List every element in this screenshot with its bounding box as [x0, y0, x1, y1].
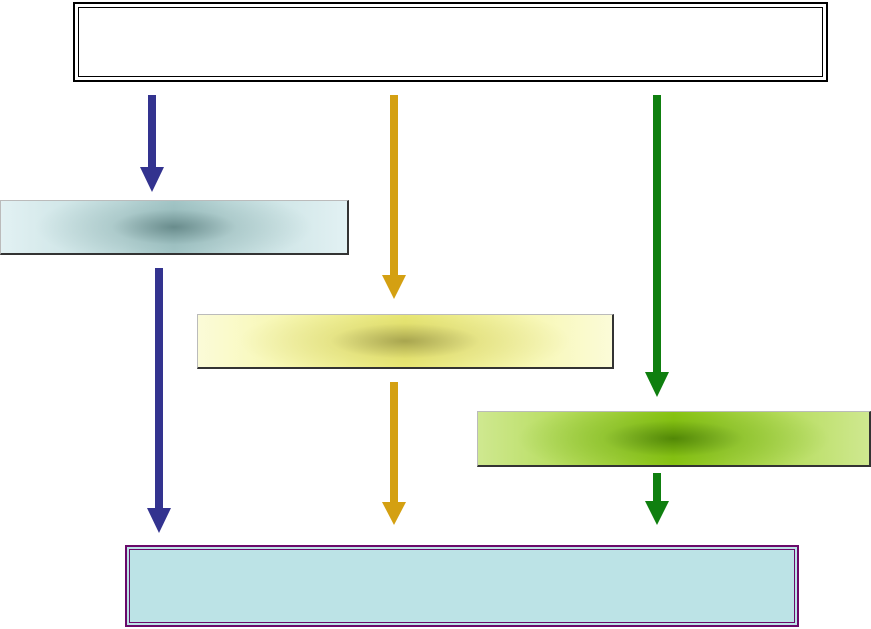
yellow-arrow-bottom [382, 382, 406, 525]
green-box [477, 411, 871, 467]
top-box [73, 2, 828, 82]
yellow-box [197, 314, 614, 369]
yellow-arrow-top [382, 95, 406, 299]
blue-arrow-bottom [147, 268, 171, 533]
green-arrow-bottom [645, 473, 669, 525]
bottom-box [125, 545, 799, 627]
blue-box [0, 200, 349, 255]
green-arrow-top [645, 95, 669, 397]
blue-arrow-top [140, 95, 164, 192]
